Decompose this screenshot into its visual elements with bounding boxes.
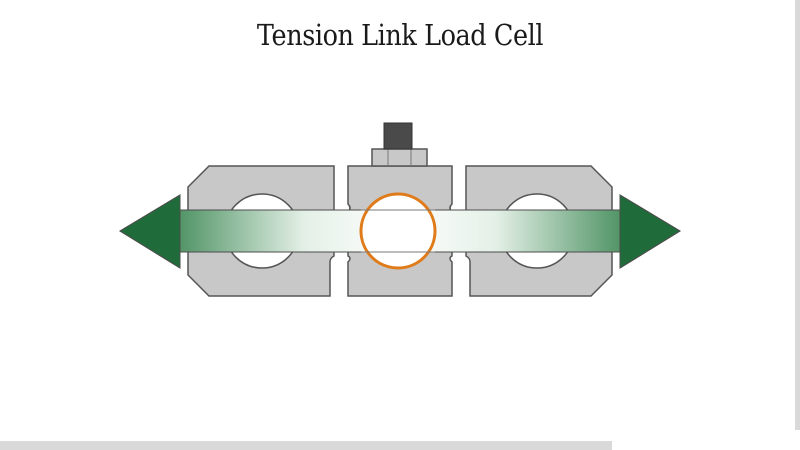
strain-gauge-ring [359,192,437,270]
arrow-left-icon [119,194,181,269]
center-bore [361,194,435,268]
corner-patch [612,430,800,450]
connector-nut [371,148,428,167]
arrow-right-icon [619,194,681,269]
cable-connector-icon [383,122,413,150]
diagram-title: Tension Link Load Cell [256,18,544,52]
